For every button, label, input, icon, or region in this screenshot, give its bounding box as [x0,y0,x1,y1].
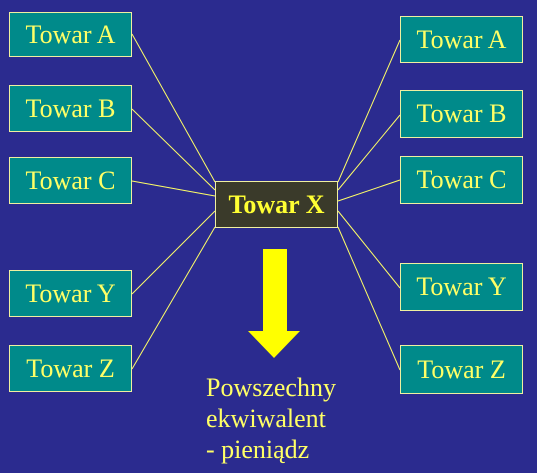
left-good-a: Towar A [9,12,132,57]
connector-right-a [337,39,401,183]
right-good-z-label: Towar Z [417,354,506,384]
right-good-c-label: Towar C [416,165,507,194]
left-good-c-label: Towar C [25,165,116,195]
connector-right-y [337,210,401,289]
left-good-b: Towar B [9,85,132,132]
left-good-b-label: Towar B [25,93,116,123]
caption-line-2: ekwiwalent [206,404,326,433]
center-good-x-label: Towar X [228,189,325,219]
connector-left-c [131,180,216,197]
left-good-y: Towar Y [9,270,132,317]
right-good-b: Towar B [400,90,523,138]
down-arrow-icon [248,249,300,358]
connector-left-a [131,33,216,183]
right-good-y: Towar Y [400,263,523,311]
caption-line-1: Powszechny [206,373,336,402]
left-good-z-label: Towar Z [26,353,115,383]
right-good-b-label: Towar B [416,99,507,128]
left-good-c: Towar C [9,157,132,204]
connector-right-b [337,114,401,191]
center-good-x: Towar X [215,181,338,228]
connector-right-c [337,179,401,202]
right-good-y-label: Towar Y [416,272,507,301]
caption-line-3: - pieniądz [206,435,310,464]
connector-left-b [131,108,216,191]
right-good-z: Towar Z [400,345,523,394]
connector-left-y [131,210,216,295]
left-good-z: Towar Z [9,345,132,392]
left-good-a-label: Towar A [25,19,116,49]
right-good-a: Towar A [400,16,523,63]
left-good-y-label: Towar Y [25,278,116,308]
universal-equivalent-caption: Powszechny ekwiwalent - pieniądz [206,372,336,465]
connector-left-z [131,226,216,370]
right-good-c: Towar C [400,156,523,204]
right-good-a-label: Towar A [416,24,507,54]
connector-right-z [337,226,401,371]
